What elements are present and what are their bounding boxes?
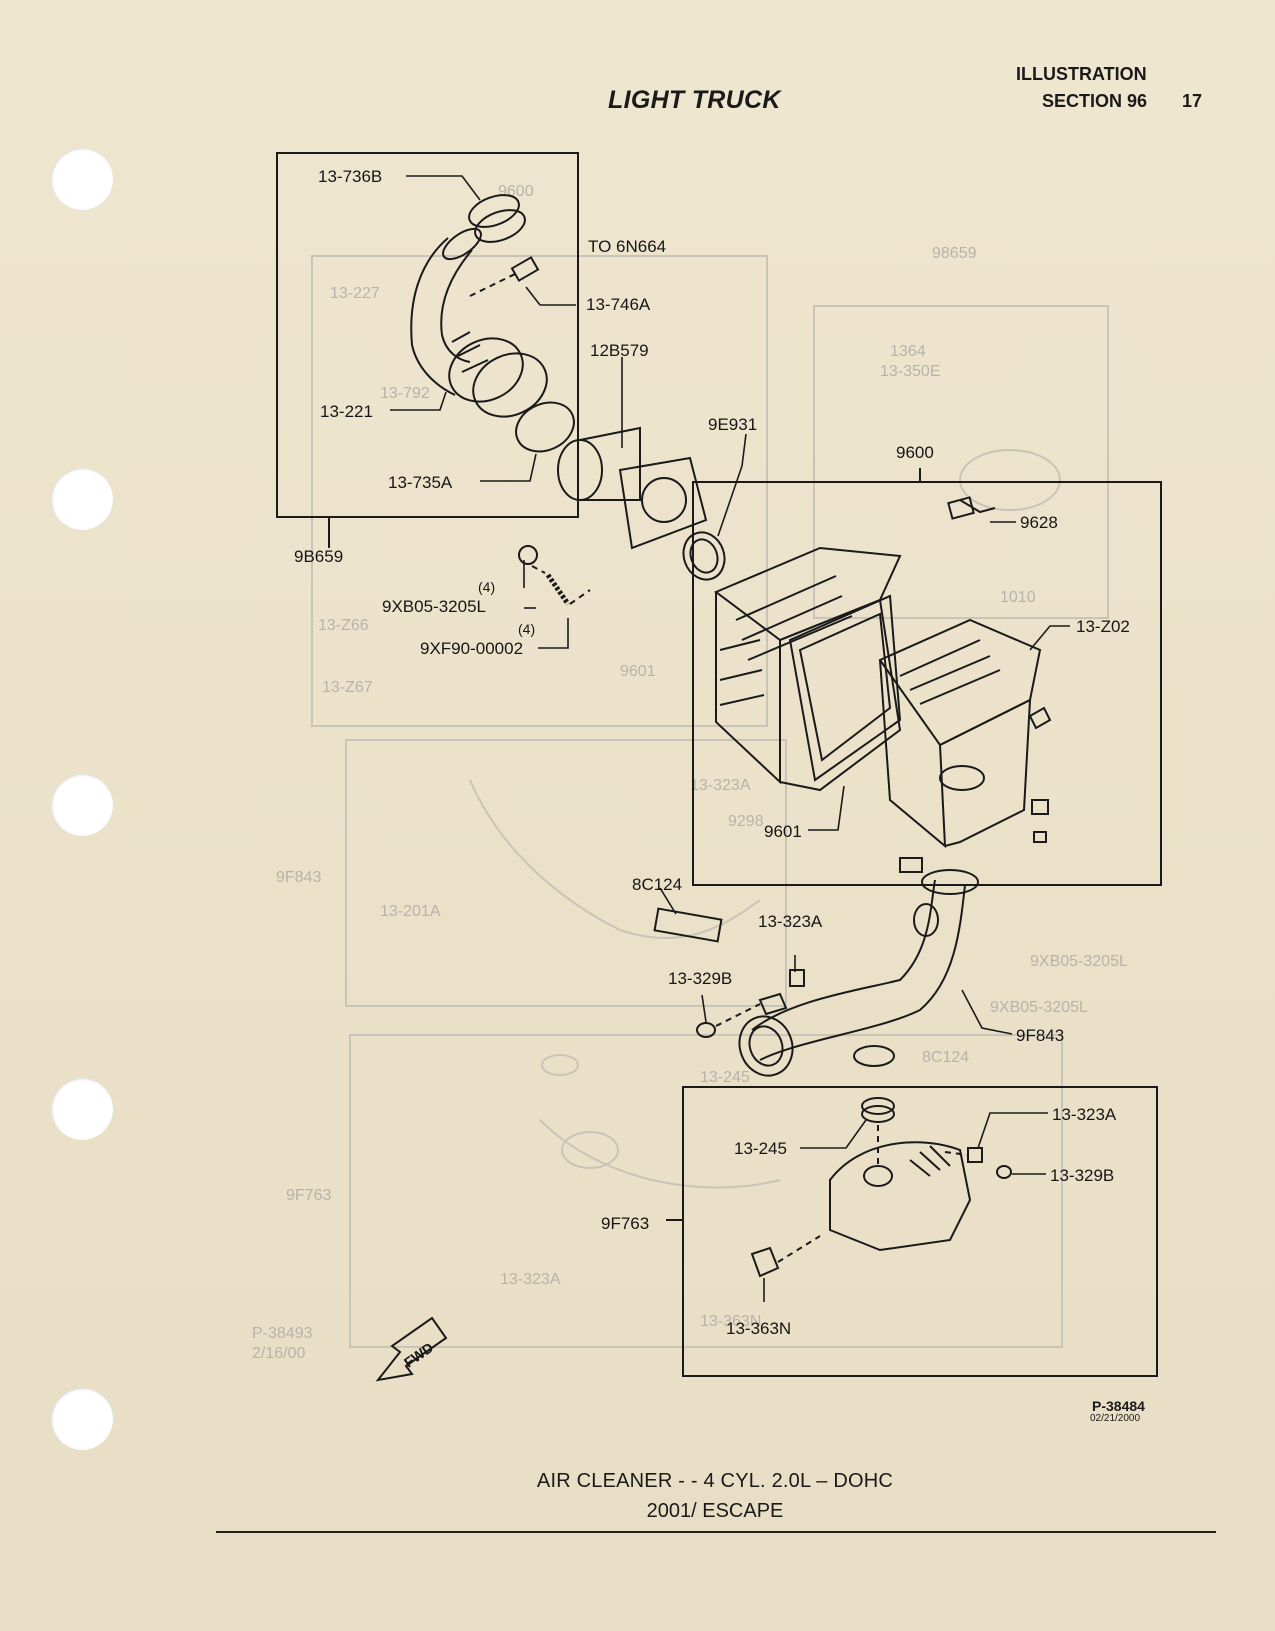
callout-13-746a: 13-746A: [586, 295, 651, 314]
clamp-13-735a: [515, 401, 575, 453]
bleed-through: [311, 255, 1109, 1348]
binder-hole: [51, 774, 113, 836]
callout-13-329b: 13-329B: [668, 969, 732, 988]
ghost-label: 9XB05-3205L: [990, 999, 1088, 1016]
drawing-date: 02/21/2000: [1090, 1413, 1141, 1424]
box-9b659: [276, 152, 579, 518]
illustration-heading: ILLUSTRATION: [1016, 64, 1147, 84]
callouts: 13-736B TO 6N664 13-746A 12B579 13-221 9…: [294, 167, 1130, 1371]
callout-qty: (4): [518, 621, 535, 637]
caption-model: 2001/ ESCAPE: [646, 1500, 784, 1522]
ghost-label: 9F763: [286, 1187, 331, 1204]
callout-9e931: 9E931: [708, 415, 757, 434]
callout-qty: (4): [478, 579, 495, 595]
binder-hole: [51, 1078, 113, 1140]
callout-13-735a: 13-735A: [388, 473, 453, 492]
ghost-label: 13-201A: [380, 903, 441, 920]
ghost-label: 13-Z66: [318, 617, 369, 634]
ghost-label: 8C124: [922, 1049, 969, 1066]
callout-9628: 9628: [1020, 513, 1058, 532]
pad-8c124: [653, 907, 723, 943]
callout-9f763: 9F763: [601, 1214, 649, 1233]
caption-title: AIR CLEANER - - 4 CYL. 2.0L – DOHC: [536, 1470, 894, 1492]
ghost-label: 13-363N: [700, 1313, 761, 1330]
binder-hole: [51, 468, 113, 530]
box-9f763: [682, 1086, 1158, 1377]
leader-lines: [390, 175, 1070, 1302]
group-boxes: [276, 152, 1162, 1377]
callout-to-6n664: TO 6N664: [588, 237, 666, 256]
callout-9xb05-3205l: 9XB05-3205L: [382, 597, 486, 616]
ghost-label: 13-227: [330, 285, 380, 302]
callout-12b579: 12B579: [590, 341, 649, 360]
callout-9601: 9601: [764, 822, 802, 841]
ghost-label: 9F843: [276, 869, 321, 886]
bleed-through-text: 9600 13-227 98659 1364 13-350E 13-792 10…: [252, 183, 1128, 1362]
binder-hole: [51, 1388, 113, 1450]
ghost-label: 13-Z67: [322, 679, 373, 696]
callout-13-221: 13-221: [320, 402, 373, 421]
callout-9xf90-00002: 9XF90-00002: [420, 639, 523, 658]
callout-13-323a-lower: 13-323A: [1052, 1105, 1117, 1124]
section-number: SECTION 96: [1042, 91, 1148, 111]
ghost-label: 13-323A: [690, 777, 751, 794]
callout-13-329b-lower: 13-329B: [1050, 1166, 1114, 1185]
ghost-label: 13-245: [700, 1069, 750, 1086]
callout-9b659: 9B659: [294, 547, 343, 566]
clamp-13-736b: [468, 194, 520, 228]
callout-13-z02: 13-Z02: [1076, 617, 1130, 636]
footer-rule: [216, 1531, 1216, 1533]
ghost-label: 1364: [890, 343, 926, 360]
ghost-label: 1010: [1000, 589, 1036, 606]
ghost-label: 13-323A: [500, 1271, 561, 1288]
callout-13-736b: 13-736B: [318, 167, 382, 186]
ghost-label: 13-350E: [880, 363, 941, 380]
box-9600: [692, 481, 1162, 886]
drawing-reference: P-38484: [1092, 1398, 1145, 1414]
ghost-label: 13-792: [380, 385, 430, 402]
clip-9628: [947, 496, 975, 520]
callout-8c124: 8C124: [632, 875, 682, 894]
ghost-label: 9298: [728, 813, 764, 830]
callout-13-363n: 13-363N: [726, 1319, 791, 1338]
page-number: 17: [1182, 91, 1203, 111]
callout-9f843: 9F843: [1016, 1026, 1064, 1045]
callout-13-323a: 13-323A: [758, 912, 823, 931]
binder-hole: [51, 148, 113, 210]
ghost-label: 9601: [620, 663, 656, 680]
parts-artwork: [375, 194, 1052, 1382]
ghost-label: 98659: [932, 245, 977, 262]
callout-13-245: 13-245: [734, 1139, 787, 1158]
fwd-label: FWD: [401, 1339, 436, 1370]
ghost-label: P-38493: [252, 1325, 313, 1342]
fwd-arrow: [375, 1316, 448, 1382]
callout-9600-label: 9600: [896, 443, 934, 462]
page-title: LIGHT TRUCK: [608, 86, 781, 114]
ghost-label: 2/16/00: [252, 1345, 305, 1362]
ghost-label: 9XB05-3205L: [1030, 953, 1128, 970]
